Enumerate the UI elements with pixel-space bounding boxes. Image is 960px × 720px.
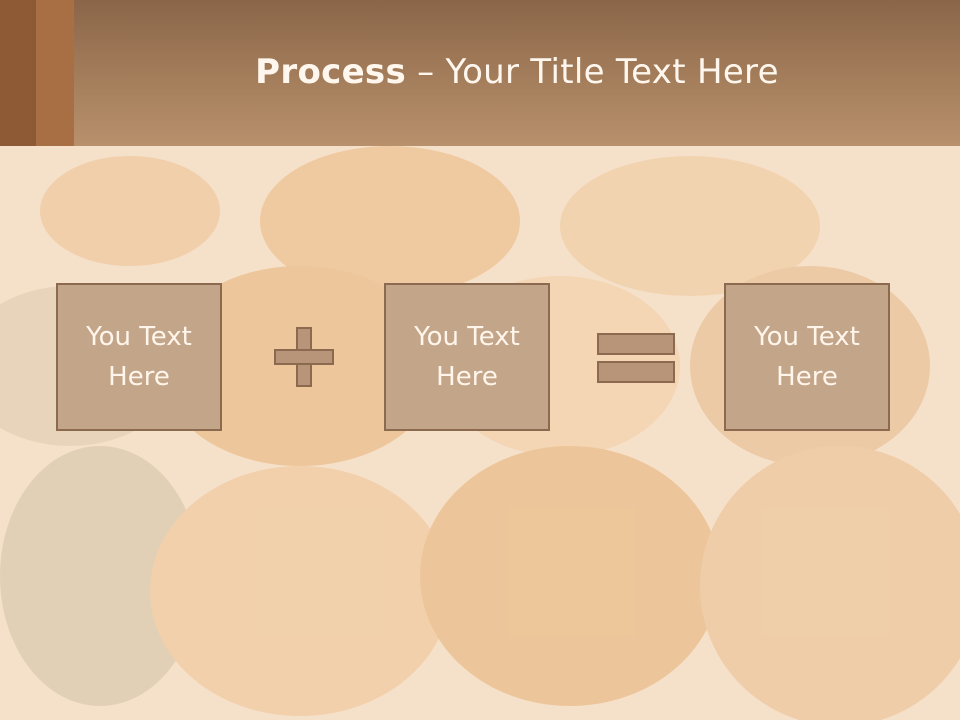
bread-shape (150, 466, 450, 716)
accent-strip-dark (0, 0, 36, 146)
accent-strip-light (36, 0, 74, 146)
slide-title[interactable]: Process – Your Title Text Here (74, 52, 960, 92)
title-bold-text: Process (255, 52, 407, 92)
box-text-line: Here (108, 362, 170, 392)
equals-icon-top-bar (597, 333, 675, 355)
title-band: Process – Your Title Text Here (0, 0, 960, 146)
plus-icon-center (298, 351, 310, 363)
box-text-line: Here (436, 362, 498, 392)
bread-shape (700, 446, 960, 720)
bread-background-image (0, 146, 960, 720)
bread-shape (420, 446, 720, 706)
box-text-line: You Text (86, 322, 192, 352)
fade-overlay (0, 146, 960, 720)
title-rest-text: – Your Title Text Here (406, 52, 779, 92)
equals-icon-bottom-bar (597, 361, 675, 383)
bread-shape (40, 156, 220, 266)
box-text-line: You Text (414, 322, 520, 352)
box-text-line: Here (776, 362, 838, 392)
box-text-line: You Text (754, 322, 860, 352)
